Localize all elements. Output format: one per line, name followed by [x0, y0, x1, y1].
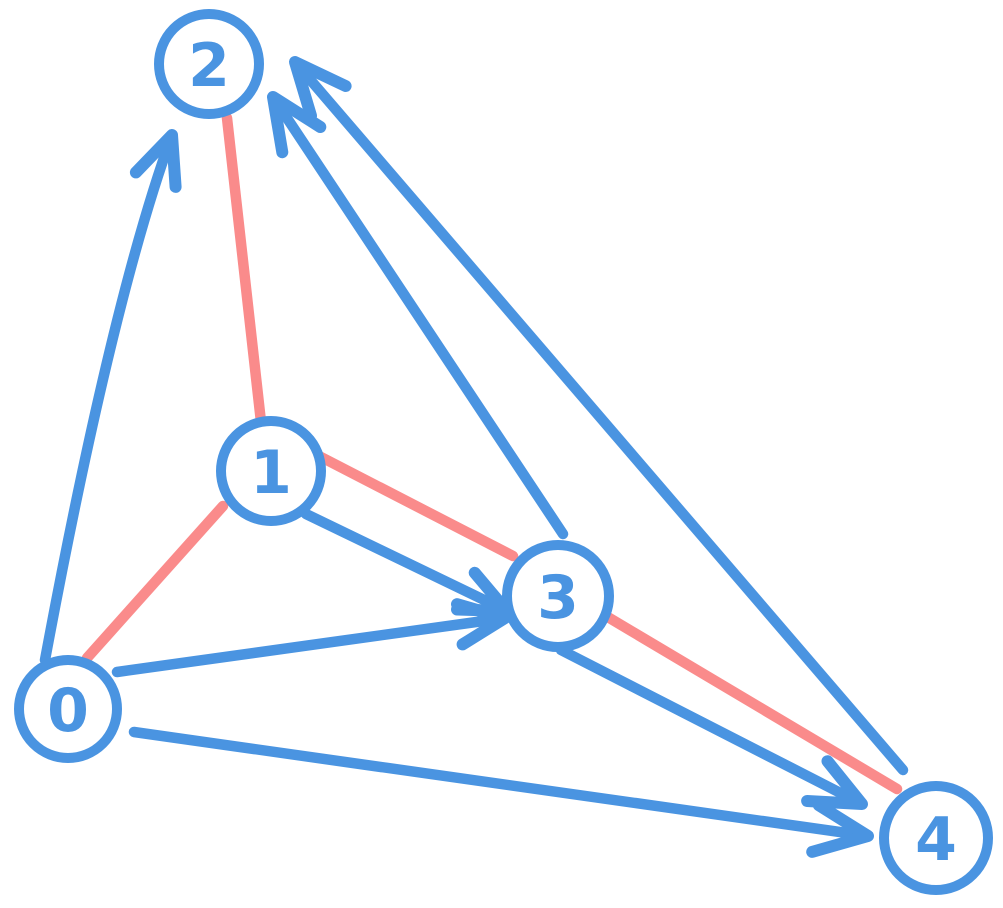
- node-label-0: 0: [47, 676, 89, 746]
- node-circle-2: [154, 9, 264, 119]
- edge-0-3: [111, 612, 511, 678]
- node-label-2: 2: [188, 31, 230, 101]
- edge-3-2: [267, 91, 569, 540]
- node-label-3: 3: [537, 563, 579, 633]
- edge-3-4-highlight: [595, 607, 903, 795]
- edge-0-2: [39, 129, 178, 666]
- edge-1-3: [300, 508, 513, 617]
- edge-1-0-highlight: [81, 500, 229, 664]
- node-circle-3: [502, 540, 614, 652]
- node-label-4: 4: [915, 805, 957, 875]
- node-circle-0: [14, 655, 122, 763]
- edge-3-4: [555, 644, 868, 810]
- node-circle-1: [216, 416, 326, 526]
- arrowhead-4-2: [289, 56, 352, 122]
- arrowhead-0-2: [129, 129, 182, 193]
- edge-4-2: [289, 56, 909, 776]
- graph-node-3: 3: [502, 540, 614, 652]
- edge-1-3-highlight: [313, 450, 519, 562]
- arrowhead-0-4: [806, 799, 874, 858]
- graph-node-4: 4: [879, 781, 993, 895]
- arrowhead-3-4: [801, 755, 868, 810]
- edge-0-4: [128, 726, 874, 842]
- arrowhead-3-2: [267, 91, 327, 159]
- node-circle-4: [879, 781, 993, 895]
- graph-node-0: 0: [14, 655, 122, 763]
- edge-2-1-highlight: [221, 112, 267, 428]
- graph-node-1: 1: [216, 416, 326, 526]
- graph-node-2: 2: [154, 9, 264, 119]
- node-label-1: 1: [250, 438, 292, 508]
